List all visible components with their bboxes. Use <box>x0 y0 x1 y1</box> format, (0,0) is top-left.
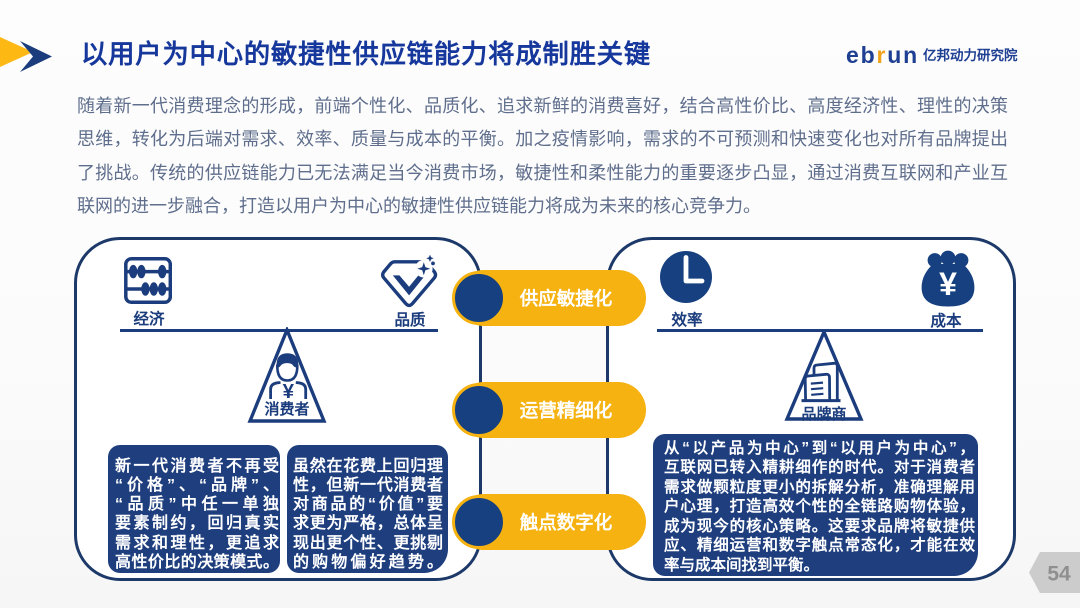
svg-text:¥: ¥ <box>283 380 295 403</box>
svg-text:¥: ¥ <box>939 266 957 302</box>
svg-text:54: 54 <box>1047 563 1071 586</box>
